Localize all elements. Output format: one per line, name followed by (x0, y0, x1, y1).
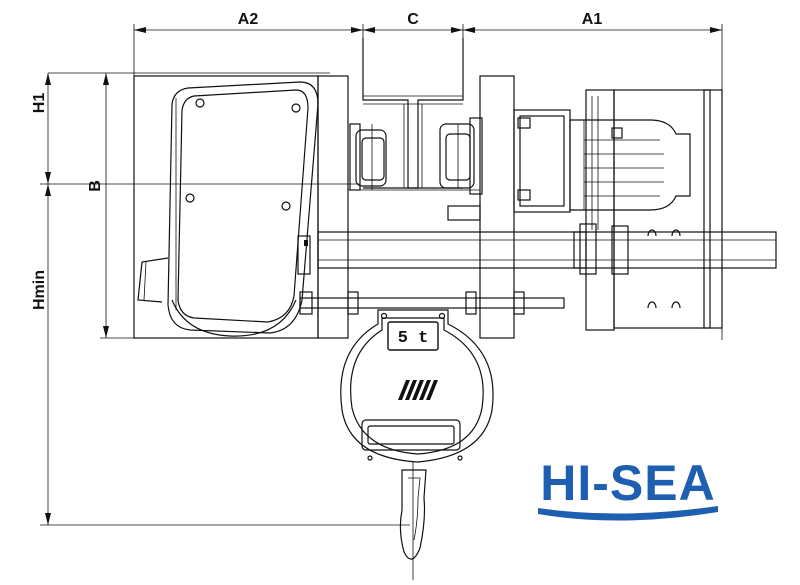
logo-swoosh (538, 506, 718, 521)
dimension-label-hmin: Hmin (31, 270, 48, 310)
hoist-brand-stripes (398, 380, 438, 400)
load-capacity-label: 5 t (398, 329, 429, 348)
dimension-label-a1: A1 (582, 11, 603, 28)
load-capacity-plate (387, 321, 439, 351)
trolley-side-frames (317, 75, 515, 339)
right-end-plate (579, 89, 723, 331)
hook-block (340, 309, 494, 463)
left-trolley-wheel (349, 123, 387, 191)
gearbox (513, 109, 571, 213)
cross-shaft (317, 225, 777, 275)
dimension-label-b: B (87, 180, 104, 192)
lifting-hook (399, 462, 427, 580)
electric-motor (569, 119, 691, 211)
logo-text: HI-SEA (540, 455, 715, 511)
hi-sea-logo: HI-SEA (538, 455, 718, 521)
threaded-rod (299, 291, 565, 315)
control-housing (137, 81, 319, 337)
dimension-label-h1: H1 (31, 93, 48, 114)
right-trolley-wheel (439, 117, 483, 195)
dimension-label-c: C (407, 11, 419, 28)
dimension-label-a2: A2 (238, 11, 259, 28)
i-beam (362, 38, 464, 189)
